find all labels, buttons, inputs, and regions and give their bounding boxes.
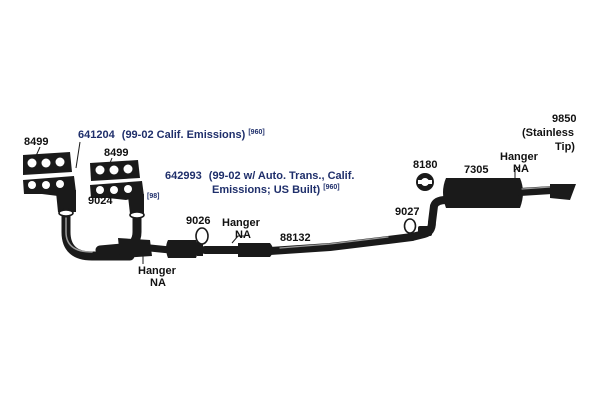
label-9850: 9850 (552, 113, 576, 125)
label-8499-right: 8499 (104, 147, 128, 159)
front-catalytic-converter (108, 238, 152, 258)
label-9850-note-1: (Stainless (522, 127, 574, 139)
label-hanger-low-2: NA (150, 277, 166, 289)
label-642993-note-1: (99-02 w/ Auto. Trans., Calif. (209, 170, 355, 182)
leader-8499-right (109, 157, 113, 164)
outlet-gasket-left (58, 209, 74, 217)
label-hanger-right-2: NA (513, 163, 529, 175)
leader-8499-left (35, 146, 41, 157)
gasket-9027 (403, 218, 417, 234)
label-8499-left: 8499 (24, 136, 48, 148)
label-88132: 88132 (280, 232, 311, 244)
label-7305: 7305 (464, 164, 488, 176)
label-hanger-right-1: Hanger (500, 151, 539, 163)
exhaust-manifold-left (23, 176, 76, 212)
catalytic-converter-642993 (166, 240, 198, 258)
label-hanger-mid-1: Hanger (222, 217, 261, 229)
leader-641204 (75, 141, 81, 169)
hanger-stub-right (514, 165, 521, 178)
flange-9026 (197, 242, 203, 256)
label-hanger-low-1: Hanger (138, 265, 177, 277)
label-hanger-mid-2: NA (235, 229, 251, 241)
hanger-stub-mid (231, 235, 244, 244)
resonator-pipe-88132 (201, 233, 416, 257)
label-641204-ref: [960] (248, 129, 264, 136)
over-axle-pipe (408, 196, 450, 241)
label-642993-note-2: Emissions; US Built) (212, 184, 321, 196)
label-9850-note-2: Tip) (555, 141, 575, 153)
label-641204-number: 641204 (78, 129, 116, 141)
hanger-insulator-8180 (416, 173, 434, 191)
label-642993-line2: Emissions; US Built) [960] (212, 184, 340, 196)
gasket-9026 (195, 227, 209, 245)
label-98-ref: [98] (147, 193, 159, 200)
label-9024: 9024 (88, 195, 113, 207)
label-641204: 641204 (99-02 Calif. Emissions) [960] (78, 129, 265, 141)
label-642993: 642993 (99-02 w/ Auto. Trans., Calif. (165, 170, 354, 182)
manifold-gasket-right (90, 160, 140, 181)
exhaust-manifold-right (90, 181, 144, 214)
outlet-gasket-right (129, 211, 145, 219)
label-8180: 8180 (413, 159, 437, 171)
label-9026: 9026 (186, 215, 210, 227)
label-9027: 9027 (395, 206, 419, 218)
label-641204-note: (99-02 Calif. Emissions) (122, 129, 246, 141)
muffler-7305 (443, 178, 556, 208)
stainless-tip-9850 (550, 184, 576, 200)
label-642993-number: 642993 (165, 170, 202, 182)
label-642993-ref: [960] (323, 184, 339, 191)
manifold-gasket-left (23, 152, 72, 175)
